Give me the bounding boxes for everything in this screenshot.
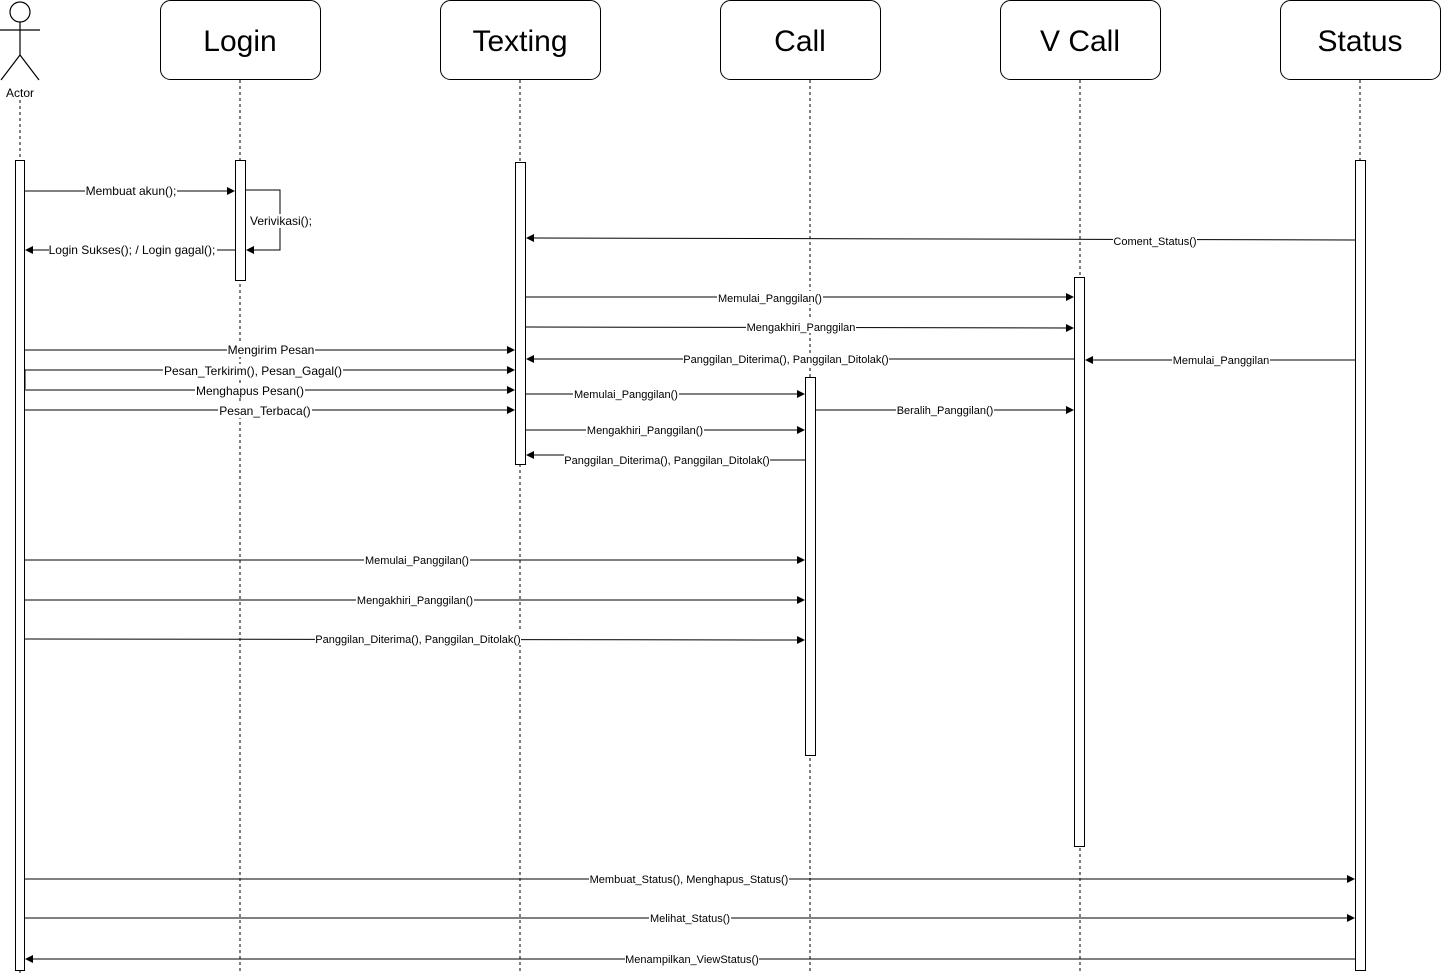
message-membuat-akun: Membuat akun(); [25,184,235,198]
message-label: Panggilan_Diterima(), Panggilan_Ditolak(… [564,455,769,467]
participant-login: Login [160,0,321,80]
message-beralih-panggilan: Beralih_Panggilan() [816,404,1074,417]
participant-box [720,0,881,80]
message-label: Pesan_Terkirim(), Pesan_Gagal() [164,364,342,378]
message-memulai-panggilan-call: Memulai_Panggilan() [526,387,805,401]
message-mengakhiri-panggilan-actor-call: Mengakhiri_Panggilan() [25,593,805,607]
lifelines [19,80,1361,974]
activation-texting [515,162,526,465]
participant-label: Call [774,25,826,58]
participant-box [160,0,321,80]
message-label: Pesan_Terbaca() [219,404,310,418]
message-mengakhiri-panggilan-call: Mengakhiri_Panggilan() [526,423,805,437]
message-verivikasi: Verivikasi(); [245,189,312,254]
message-memulai-panggilan-actor-call: Memulai_Panggilan() [25,553,805,567]
participants: Login Texting Call V Call Status [160,0,1441,80]
message-label: Verivikasi(); [250,214,312,228]
participant-label: Status [1317,25,1402,58]
activation-login [235,160,246,281]
message-label: Memulai_Panggilan [1173,355,1270,367]
participant-vcall: V Call [1000,0,1161,80]
message-label: Mengakhiri_Panggilan() [587,425,703,437]
actor-head-icon [9,1,31,23]
participant-status: Status [1280,0,1441,80]
message-label: Mengakhiri_Panggilan [747,322,856,334]
message-label: Menampilkan_ViewStatus() [625,954,759,966]
message-melihat-status: Melihat_Status() [25,911,1355,925]
message-memulai-panggilan-vcall: Memulai_Panggilan() [526,291,1074,305]
message-label: Melihat_Status() [650,913,730,925]
message-panggilan-diterima-call: Panggilan_Diterima(), Panggilan_Ditolak(… [526,451,805,467]
message-menghapus-pesan: Menghapus Pesan() [25,384,515,398]
message-label: Menghapus Pesan() [196,384,304,398]
actor-left-leg [0,54,21,81]
activation-status [1355,160,1366,971]
messages: Membuat akun(); Verivikasi(); Login Suks… [24,184,1356,966]
activation-actor [15,160,25,971]
message-label: Memulai_Panggilan() [718,293,822,305]
participant-box [1000,0,1161,80]
participant-box [440,0,601,80]
message-label: Mengirim Pesan [228,343,315,357]
message-login-result: Login Sukses(); / Login gagal(); [25,243,235,257]
message-label: Login Sukses(); / Login gagal(); [49,243,216,257]
message-coment-status: Coment_Status() [526,234,1356,248]
message-membuat-status: Membuat_Status(), Menghapus_Status() [25,872,1355,886]
actor-right-leg [19,54,40,81]
message-menampilkan-viewstatus: Menampilkan_ViewStatus() [25,952,1355,966]
message-memulai-panggilan-status: Memulai_Panggilan [1085,353,1355,367]
participant-label: Login [203,25,276,58]
actor: Actor [0,1,40,100]
message-pesan-terkirim: Pesan_Terkirim(), Pesan_Gagal() [24,364,515,389]
message-mengakhiri-panggilan-vcall: Mengakhiri_Panggilan [525,320,1074,334]
message-label: Memulai_Panggilan() [365,555,469,567]
participant-label: Texting [472,25,567,58]
message-mengirim-pesan: Mengirim Pesan [25,343,515,357]
message-pesan-terbaca: Pesan_Terbaca() [25,404,515,418]
participant-texting: Texting [440,0,601,80]
message-label: Membuat_Status(), Menghapus_Status() [590,874,789,886]
message-panggilan-diterima-vcall: Panggilan_Diterima(), Panggilan_Ditolak(… [526,353,1074,366]
message-label: Membuat akun(); [86,184,177,198]
actor-label: Actor [6,86,34,100]
message-label: Coment_Status() [1113,236,1196,248]
participant-call: Call [720,0,881,80]
message-label: Panggilan_Diterima(), Panggilan_Ditolak(… [315,634,520,646]
message-label: Mengakhiri_Panggilan() [357,595,473,607]
message-label: Memulai_Panggilan() [574,389,678,401]
activations [15,160,1366,971]
message-label: Beralih_Panggilan() [897,405,994,417]
activation-vcall [1074,277,1085,847]
message-label: Panggilan_Diterima(), Panggilan_Ditolak(… [683,354,888,366]
participant-label: V Call [1040,25,1120,58]
activation-call [805,377,816,756]
message-panggilan-diterima-actor-call: Panggilan_Diterima(), Panggilan_Ditolak(… [24,632,805,646]
